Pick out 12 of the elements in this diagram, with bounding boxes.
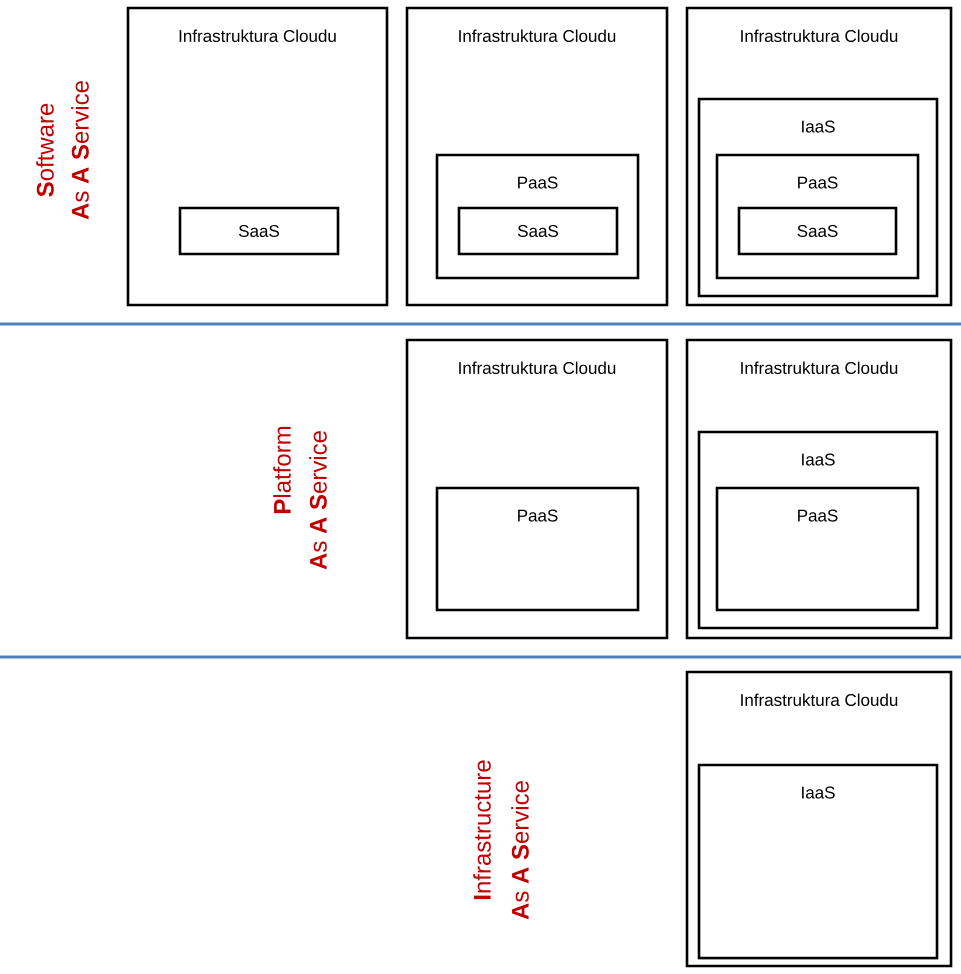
service-label: Infrastructure [473, 760, 491, 900]
service-label: Platform [273, 426, 291, 514]
service-box: SaaS [738, 206, 898, 256]
service-label: As A Service [309, 431, 327, 570]
service-label: Software [36, 104, 54, 197]
service-label: As A Service [511, 781, 529, 920]
service-box: IaaS [698, 764, 938, 960]
service-box: PaaS [716, 486, 920, 612]
service-label: As A Service [71, 81, 89, 220]
service-box: SaaS [178, 206, 340, 256]
service-box: SaaS [458, 206, 618, 256]
service-box: PaaS [436, 486, 640, 612]
